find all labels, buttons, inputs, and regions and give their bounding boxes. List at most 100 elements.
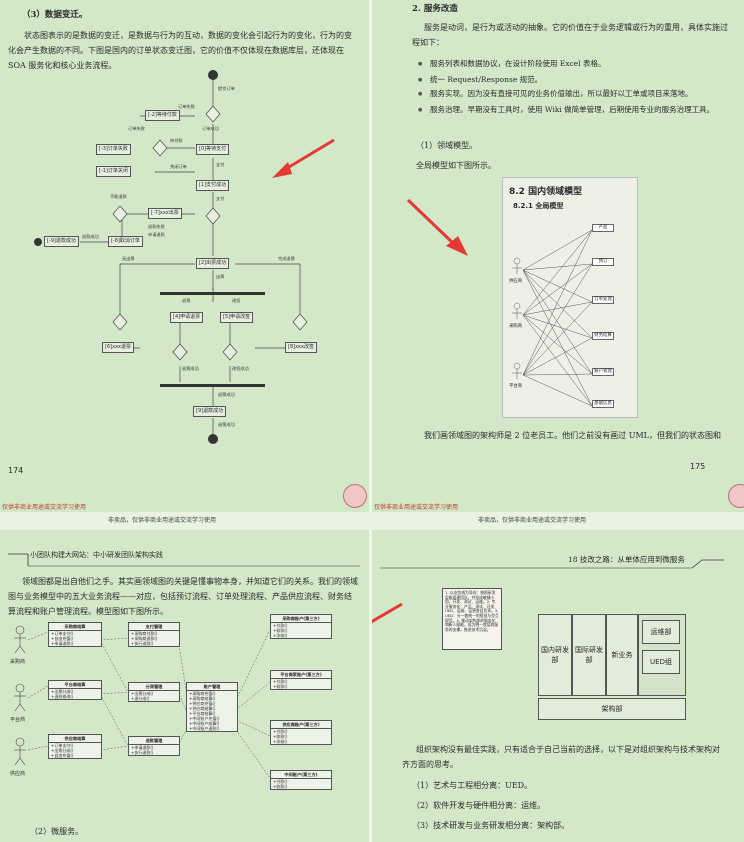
transition-label: 提交订单 [218,86,235,91]
uml-class-box: 中间账户(第三方) +付款()+收款() [270,770,332,790]
dept-box: UED组 [642,650,680,674]
transition-label: 待付款 [170,138,183,143]
state-node: [1]支付成功 [196,180,230,191]
state-node: [-7]xxx出票 [148,208,182,219]
transition-label: 退票成功 [218,392,235,397]
page-175: 2. 服务改造 服务是动词，是行为或活动的抽象。它的价值在于业务逻辑或行为的重用… [372,0,744,512]
bullet-item: 服务列表和数据协议，在设计阶段使用 Excel 表格。 [416,58,740,70]
page-number: 175 [690,462,706,471]
sub-heading: （1）领域模型。 [416,141,478,150]
list-item: （1）艺术与工程相分离：UED。 [412,781,533,790]
transition-label: 改签 [232,298,241,303]
page-174: （3）数据变迁。 状态图表示的是数据的变迁，是数据与行为的互动，数据的变化会引起… [0,0,369,512]
uml-class-box: 支付管理 +采购商付款()+采购商退款()+执行退款() [128,622,180,647]
list-item: （2）软件开发与硬件相分离：运维。 [412,801,546,810]
uml-class-box: 平台商结算 +出票分成()+退款修改() [48,680,102,700]
entity-box: 基础信息 [592,400,614,408]
state-node: [-3]订单失败 [96,144,131,155]
paragraph: 我们画领域图的架构师是 2 位老员工。他们之前没有画过 UML，但我们的状态图和 [424,431,721,440]
section-heading: 2. 服务改造 [412,4,458,14]
figure-title: 8.2 国内领域模型 [509,187,583,197]
dept-box: 新业务 [606,614,638,696]
state-node: [6]xxx退票 [102,342,134,353]
uml-class-box: 采购商结算 +订单支付()+自由充值()+申请退款() [48,622,102,647]
transition-label: 改签成功 [232,366,249,371]
actor-label: 采购商 [509,324,523,329]
transition-label: 退票成功 [182,366,199,371]
transition-label: 申请退款 [148,232,165,237]
notice-text: 非卖品，仅供非商业用途或交流学习使用 [478,517,587,524]
transition-label: 出票 [216,274,225,279]
running-header: 小团队构建大网站：中小研发团队架构实践 [30,551,163,559]
red-arrow-icon [406,198,468,256]
transition-label: 订单成功 [202,126,219,131]
actor-label: 平台商 [10,717,26,723]
piggy-avatar-icon [728,484,744,508]
figure-subtitle: 8.2.1 全局模型 [513,202,564,210]
transition-label: 支付 [216,162,225,167]
transition-label: 退票成功 [218,422,235,427]
state-node: [2]出票成功 [196,258,230,269]
sub-heading: （2）微服务。 [30,827,84,836]
transition-label: 支付 [216,196,225,201]
uml-class-box: 采购商账户(第三方) +付款()+收款()+冻结() [270,614,332,639]
list-item: （3）技术研发与业务研发相分离：架构部。 [412,821,570,830]
bullet-item: 统一 Request/Response 规范。 [416,74,740,86]
state-node: [0]等待支付 [196,144,230,155]
entity-box: 产品 [592,224,614,232]
notice-text: 非卖品，仅供非商业用途或交流学习使用 [108,517,217,524]
transition-label: 退款成功 [82,234,99,239]
spread-divider [0,512,744,530]
sub-paragraph: 全局模型如下图所示。 [416,161,496,170]
transition-label: 订单失败 [178,104,195,109]
transition-label: 无出票 [122,256,135,261]
uml-class-box: 退款管理 +申请退款()+执行退款() [128,736,180,756]
paragraph: 领域图都是出自他们之手。其实画领域图的关键是懂事物本身，并知道它们的关系。我们的… [8,577,358,616]
paragraph: 组织架构没有最佳实践，只有适合于自己当前的选择，以下是对组织架构与技术架构对齐方… [402,745,720,769]
watermark: 仅供非商业用途或交流学习使用 [374,504,459,511]
dept-box: 国际研发部 [572,614,606,696]
section-heading: （3）数据变迁。 [22,10,88,20]
page-176: 小团队构建大网站：中小研发团队架构实践 领域图都是出自他们之手。其实画领域图的关… [0,530,369,842]
business-model-diagram: 采购商 平台商 供应商 采购商结算 +订单支付()+自由充值()+申请退款() … [0,610,369,820]
actor-label: 供应商 [10,771,26,777]
domain-model-figure: 8.2 国内领域模型 8.2.1 全局模型 供应商 采购商 平台商 产品 预订 … [502,177,638,418]
piggy-avatar-icon [343,484,367,508]
uml-class-box: 账户管理 +采购商充值()+采购商结算()+供应商充值()+供应商结算() +平… [186,682,238,732]
entity-box: 预订 [592,258,614,266]
transition-label: 退款失败 [148,224,165,229]
order-state-diagram: [-2]等待付款 [-3]订单失败 [-1]订单关闭 [0]等待支付 [1]支付… [30,66,330,446]
state-node: [8]xxx改签 [285,342,317,353]
uml-class-box: 供应商结算 +订单支付()+出票分成()+自由充值() [48,734,102,759]
transition-label: 不能退款 [110,194,127,199]
page-177: 18 技改之路：从单体应用到微服务 1. 以业务线为导向：按照研发层级组建团队，… [372,530,744,842]
red-arrow-icon [272,138,335,178]
actor-label: 供应商 [509,279,523,284]
state-node: [-8]取消订单 [108,236,143,247]
page-gutter [369,0,372,842]
running-header: 18 技改之路：从单体应用到微服务 [568,555,685,564]
uml-class-box: 供应商账户(第三方) +付款()+收款()+冻结() [270,720,332,745]
uml-class-box: 分润管理 +出票分成()+退分成() [128,682,180,702]
state-node: [-1]订单关闭 [96,166,131,177]
entity-box: 财务结算 [592,332,614,340]
state-node: [-2]等待付款 [145,110,180,121]
actor-label: 平台商 [509,384,523,389]
page-number: 174 [8,466,24,475]
actor-label: 采购商 [10,659,26,665]
org-chart-figure: 1. 以业务线为导向：按照研发层级组建团队，并形成敏捷小组，开发、测试、运维。2… [442,588,688,738]
bullet-item: 服务治理。早期没有工具时，使用 Wiki 做简单管理，后期使用专业的服务治理工具… [416,104,740,116]
note-box: 1. 以业务线为导向：按照研发层级组建团队，并形成敏捷小组，开发、测试、运维。2… [442,588,502,650]
state-node: [-9]退款成功 [44,236,79,247]
uml-class-box: 平台商家账户(第三方) +付款()+收款() [270,670,332,690]
paragraph: 服务是动词，是行为或活动的抽象。它的价值在于业务逻辑或行为的重用，具体实施过程如… [412,23,728,47]
dept-box: 国内研发部 [538,614,572,696]
transition-label: 关闭订单 [170,164,187,169]
watermark: 仅供非商业用途或交流学习使用 [2,504,87,511]
transition-label: 完成退票 [278,256,295,261]
state-node: [9]退款成功 [193,406,227,417]
state-node: [5]申请改签 [220,312,254,323]
transition-label: 退票 [182,298,191,303]
red-arrow-icon [372,602,403,624]
state-node: [4]申请退票 [170,312,204,323]
